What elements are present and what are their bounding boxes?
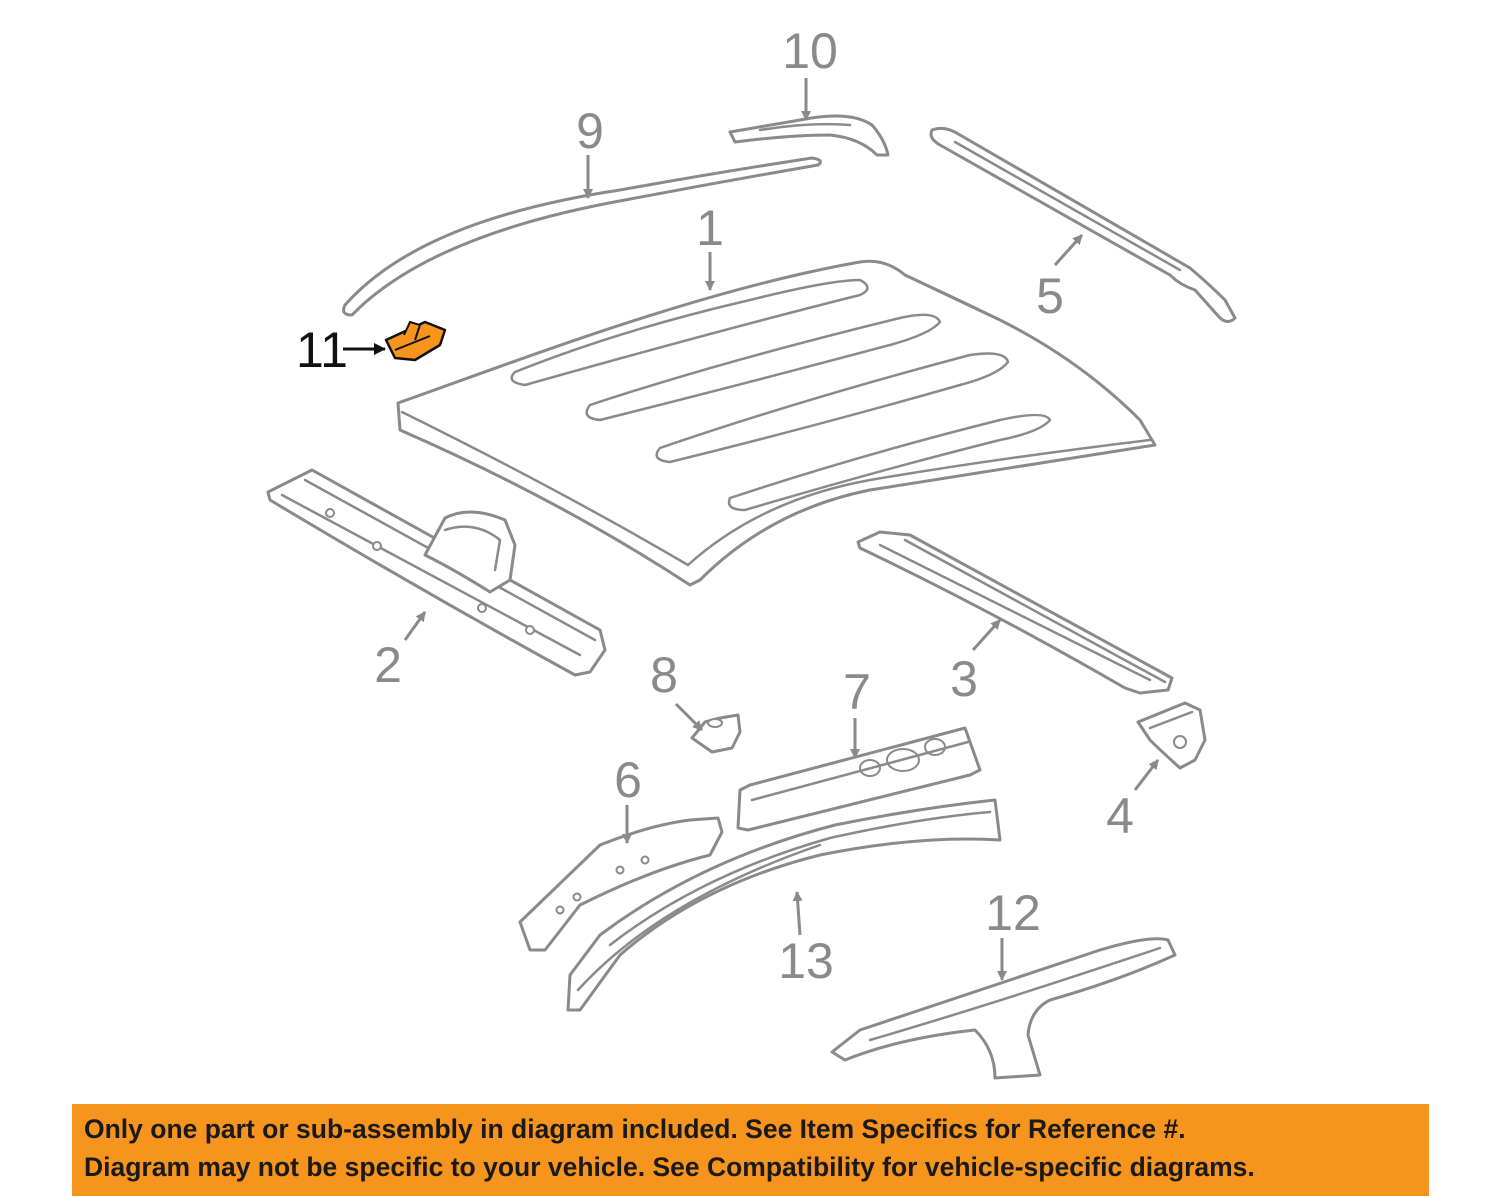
callout-8: 8 — [650, 647, 678, 703]
side-rail-9-part — [342, 156, 822, 317]
reinforcement-4-part — [1136, 701, 1207, 770]
bracket-11-highlighted-part — [384, 320, 447, 362]
lower-header-12-part — [830, 937, 1177, 1080]
callout-5: 5 — [1036, 268, 1064, 324]
rear-rail-5-part — [929, 126, 1237, 323]
callout-12: 12 — [985, 885, 1041, 941]
clip-8-part — [690, 713, 742, 754]
lower-rail-13-part — [566, 798, 1002, 1012]
callout-7: 7 — [843, 664, 871, 720]
rear-header-3-part — [856, 530, 1174, 695]
leader-8 — [674, 702, 704, 732]
callout-6: 6 — [614, 752, 642, 808]
leader-4 — [1133, 759, 1160, 791]
callout-10: 10 — [782, 23, 838, 79]
callout-2: 2 — [374, 637, 402, 693]
callout-13: 13 — [778, 933, 834, 989]
callout-11: 11 — [296, 322, 348, 378]
callout-3: 3 — [950, 651, 978, 707]
bracket-6-part — [518, 816, 724, 952]
disclaimer-line-1: Only one part or sub-assembly in diagram… — [84, 1114, 1186, 1144]
bracket-10-part — [728, 114, 890, 157]
parts-diagram: 1 2 3 4 5 6 7 8 9 10 11 12 13 — [266, 23, 1237, 1080]
front-header-2-part — [266, 468, 607, 677]
roof-panel-part — [396, 259, 1157, 587]
disclaimer-banner: Only one part or sub-assembly in diagram… — [72, 1104, 1429, 1196]
leader-13 — [792, 891, 803, 936]
callout-9: 9 — [576, 103, 604, 159]
disclaimer-line-2: Diagram may not be specific to your vehi… — [84, 1152, 1255, 1182]
callout-4: 4 — [1106, 788, 1134, 844]
leader-2 — [403, 611, 427, 641]
channel-7-part — [736, 726, 982, 832]
leader-3 — [971, 618, 1002, 652]
callout-1: 1 — [696, 200, 724, 256]
leader-5 — [1053, 233, 1084, 267]
